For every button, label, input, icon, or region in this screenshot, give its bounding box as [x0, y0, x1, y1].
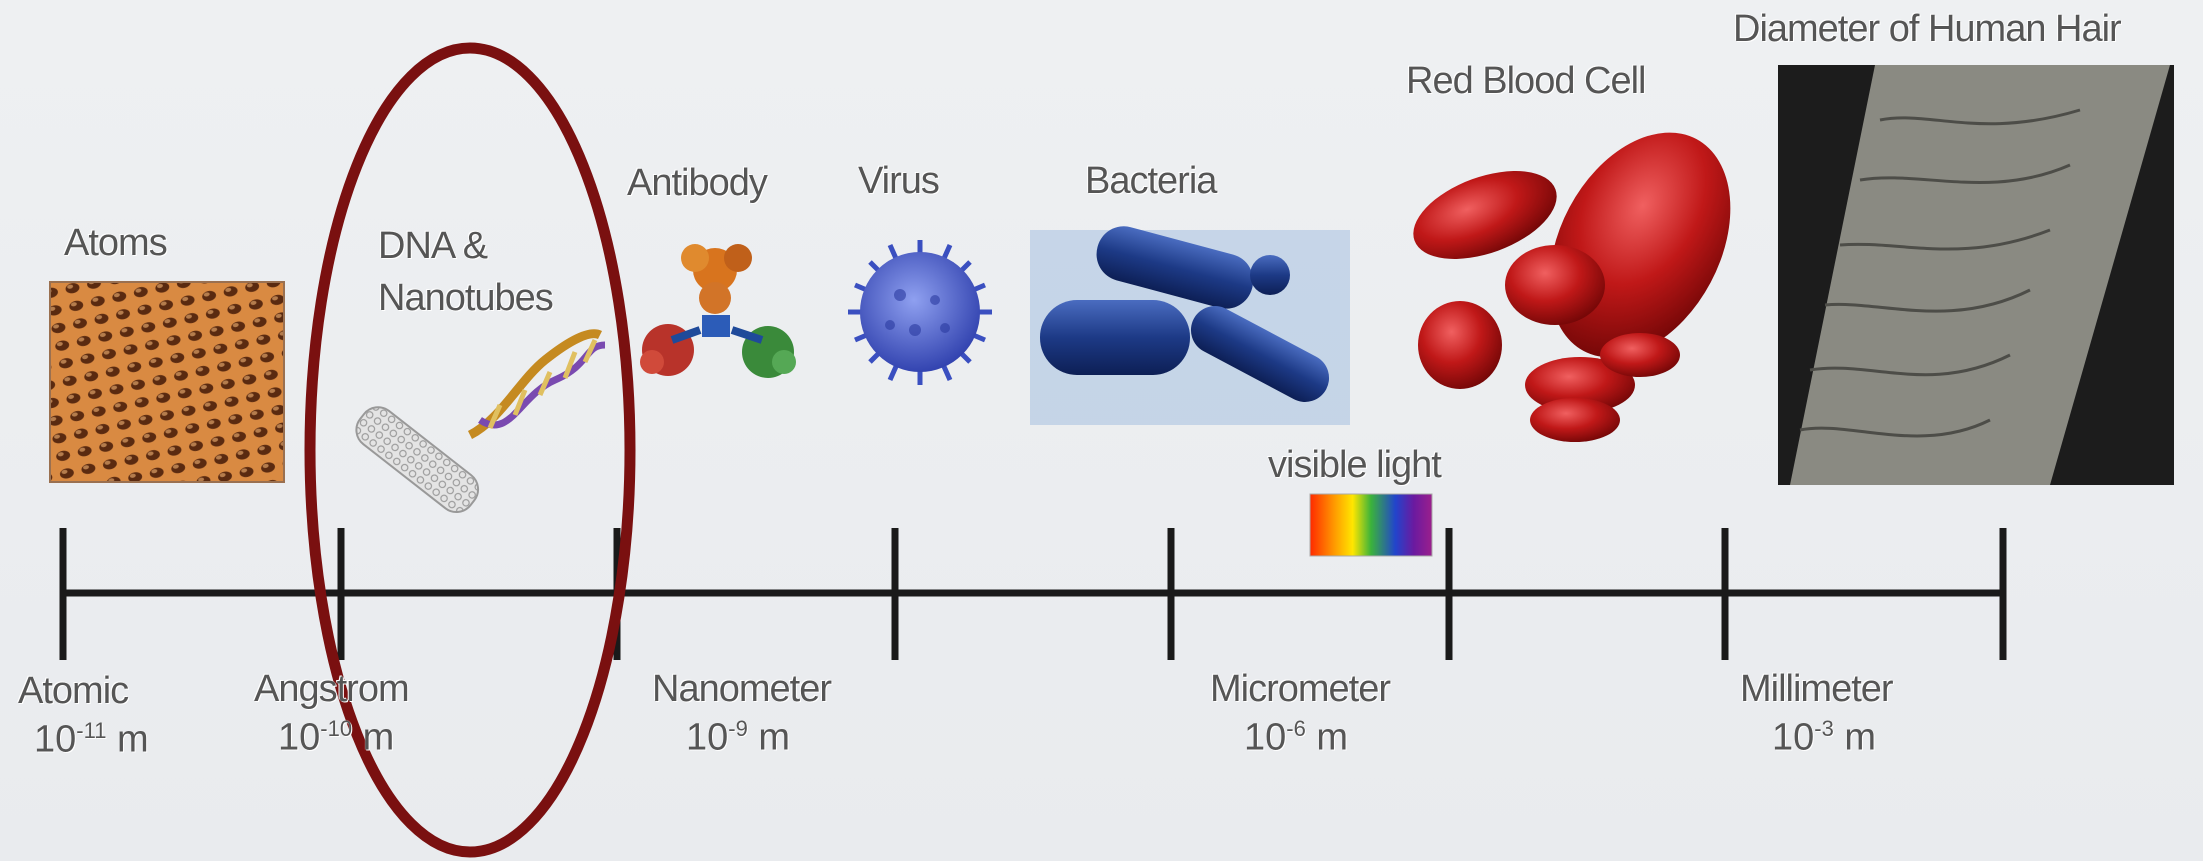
label-antibody: Antibody: [627, 162, 767, 205]
scale-name-atomic: Atomic: [18, 670, 128, 713]
scale-axis: [63, 528, 2004, 660]
visible-light-spectrum: [1310, 494, 1432, 556]
label-dna-nanotubes: DNA & Nanotubes: [378, 220, 553, 324]
label-bacteria: Bacteria: [1085, 160, 1216, 203]
label-atoms: Atoms: [64, 222, 167, 265]
label-human-hair: Diameter of Human Hair: [1733, 8, 2121, 51]
virus-image: [848, 240, 992, 385]
scale-name-micrometer: Micrometer: [1210, 668, 1390, 711]
atoms-lattice-image: [50, 282, 284, 482]
scale-value-nanometer: 10-9 m: [686, 716, 790, 760]
label-virus: Virus: [858, 160, 939, 203]
scale-name-angstrom: Angstrom: [254, 668, 409, 711]
red-blood-cell-image: [1402, 101, 1767, 442]
antibody-image: [640, 244, 796, 378]
scale-name-nanometer: Nanometer: [652, 668, 831, 711]
bacteria-image: [1030, 220, 1350, 425]
scale-value-atomic: 10-11 m: [34, 718, 149, 762]
human-hair-image: [1778, 65, 2174, 485]
scale-value-millimeter: 10-3 m: [1772, 716, 1876, 760]
label-red-blood-cell: Red Blood Cell: [1406, 60, 1645, 103]
label-visible-light: visible light: [1268, 444, 1441, 487]
dna-image: [470, 334, 605, 435]
scale-value-micrometer: 10-6 m: [1244, 716, 1348, 760]
scale-name-millimeter: Millimeter: [1740, 668, 1893, 711]
scale-value-angstrom: 10-10 m: [278, 716, 394, 760]
nanotube-image: [349, 400, 485, 519]
